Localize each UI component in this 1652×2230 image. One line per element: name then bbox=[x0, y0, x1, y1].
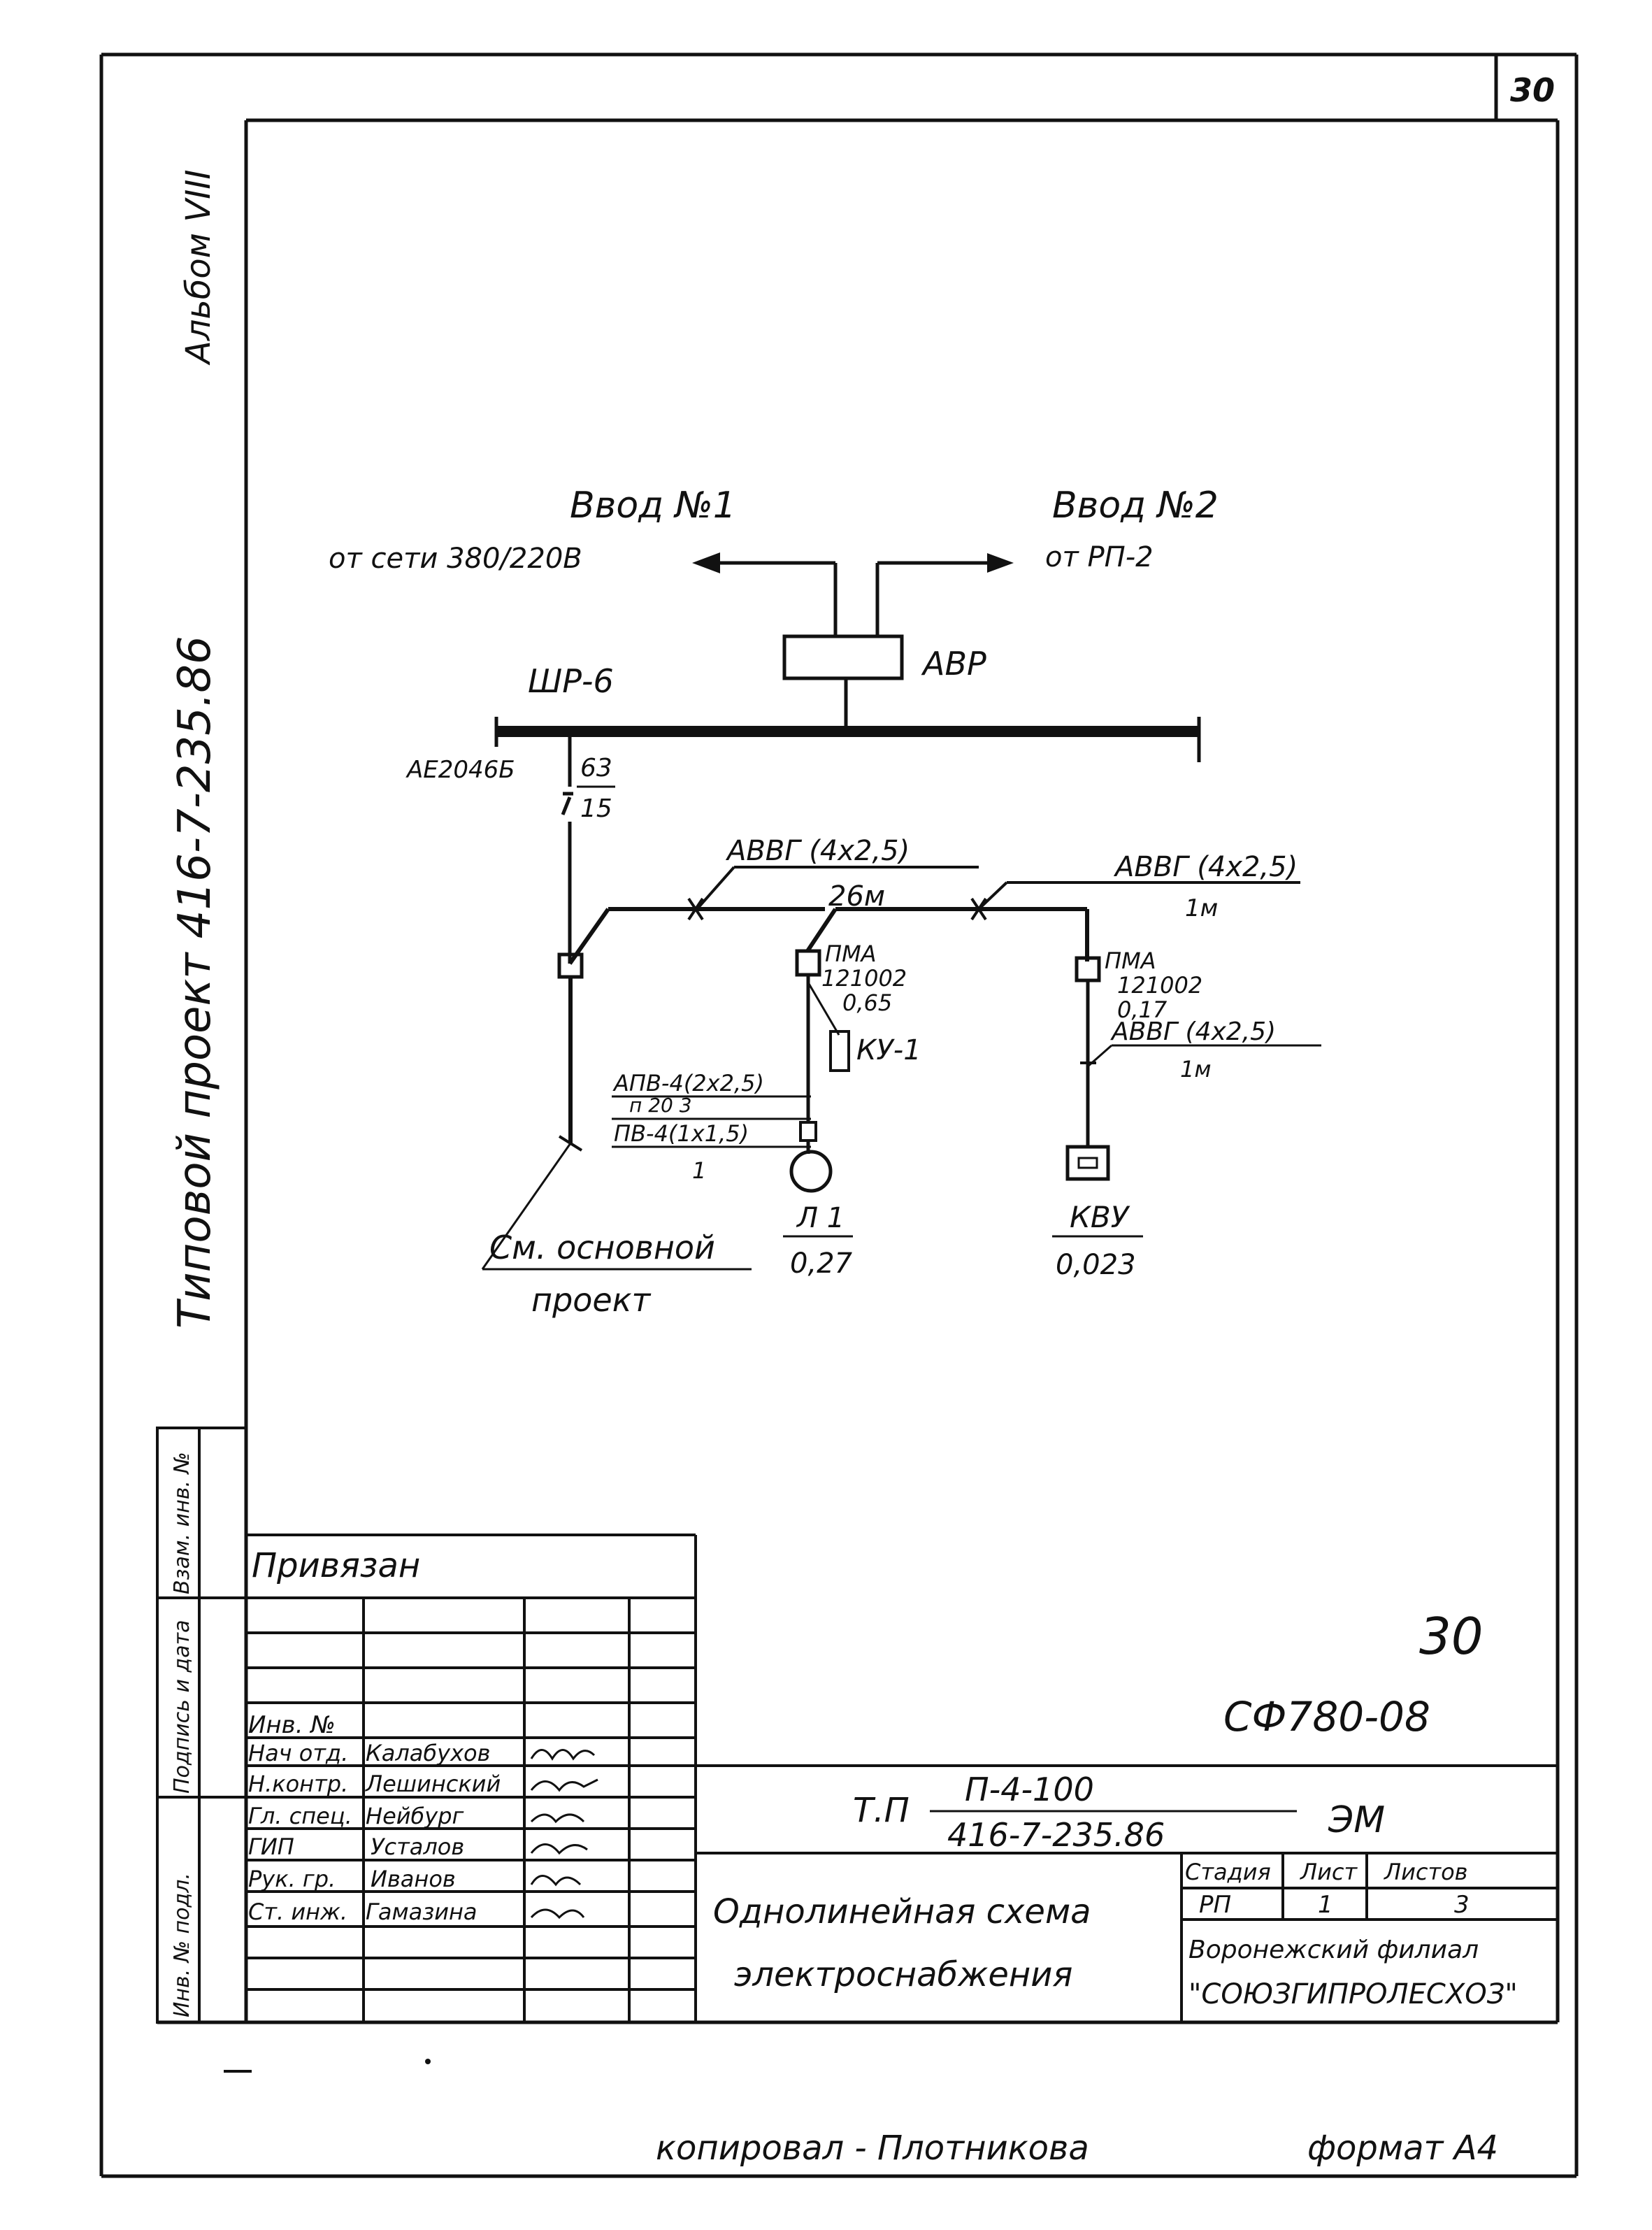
side-stamp-label-3: Взам. инв. № bbox=[170, 1452, 194, 1594]
starter2-l1: ПМА bbox=[1105, 948, 1156, 974]
input1-title: Ввод №1 bbox=[570, 485, 736, 527]
side-stamp bbox=[156, 1427, 246, 2024]
input2-arrowhead bbox=[987, 553, 1014, 573]
breaker-num: 63 bbox=[580, 754, 612, 782]
sheet-title-l1: Однолинейная схема bbox=[713, 1892, 1091, 1931]
drawing-code: СФ780-08 bbox=[1223, 1693, 1430, 1741]
sheets-value: 3 bbox=[1454, 1891, 1470, 1919]
org-l1: Воронежский филиал bbox=[1188, 1936, 1479, 1964]
ku-box bbox=[829, 1030, 850, 1072]
single-line-diagram: Ввод №1 от сети 380/220В Ввод №2 от РП-2… bbox=[329, 485, 1321, 1319]
kvu-box bbox=[1065, 1145, 1110, 1181]
cable3-bot: 1м bbox=[1180, 1056, 1212, 1082]
plug-symbol bbox=[799, 1121, 817, 1142]
stage-value: РП bbox=[1199, 1891, 1231, 1919]
album-label: Альбом VIII bbox=[179, 169, 218, 366]
format-note: формат А4 bbox=[1307, 2129, 1498, 2168]
mark-30: 30 bbox=[1419, 1607, 1484, 1666]
sheet-title-l2: электроснабжения bbox=[734, 1955, 1072, 1994]
cable1-top: АВВГ (4х2,5) bbox=[725, 835, 910, 867]
apv-l1: АПВ-4(2х2,5) bbox=[612, 1070, 764, 1096]
side-stamp-label-1: Инв. № подл. bbox=[170, 1873, 194, 2017]
stage-label: Стадия bbox=[1185, 1859, 1271, 1885]
input1-sub: от сети 380/220В bbox=[329, 543, 582, 575]
cable1-bot: 26м bbox=[828, 880, 885, 913]
cable2-bot: 1м bbox=[1185, 894, 1218, 922]
busbar bbox=[496, 726, 1199, 737]
input2-sub: от РП-2 bbox=[1045, 541, 1154, 573]
cable3-top: АВВГ (4х2,5) bbox=[1110, 1017, 1276, 1046]
see-main-l1: См. основной bbox=[489, 1229, 715, 1266]
starter1-l1: ПМА bbox=[825, 941, 877, 967]
starter1-box bbox=[795, 949, 821, 977]
copy-note: копировал - Плотникова bbox=[656, 2129, 1089, 2168]
kvu-top: КВУ bbox=[1070, 1200, 1130, 1234]
inv-label: Инв. № bbox=[248, 1711, 336, 1739]
avr-box bbox=[782, 634, 904, 680]
kvu-bot: 0,023 bbox=[1056, 1249, 1136, 1281]
role-5: Ст. инж. bbox=[248, 1899, 347, 1925]
starter2-l2: 121002 bbox=[1117, 972, 1202, 999]
name-3: Усталов bbox=[371, 1834, 464, 1860]
bus-label: ШР-6 bbox=[528, 662, 614, 700]
privyazan-label: Привязан bbox=[252, 1546, 420, 1585]
breaker-label: АЕ2046Б bbox=[405, 756, 515, 784]
starter1-l3: 0,65 bbox=[842, 989, 892, 1016]
role-4: Рук. гр. bbox=[248, 1866, 336, 1892]
doc-bot: 416-7-235.86 bbox=[947, 1816, 1165, 1854]
signatures bbox=[530, 1749, 598, 1920]
side-stamp-label-2: Подпись и дата bbox=[170, 1620, 194, 1794]
role-1: Н.контр. bbox=[248, 1771, 348, 1797]
starter2-l3: 0,17 bbox=[1117, 996, 1168, 1023]
lamp-bot: 0,27 bbox=[790, 1248, 853, 1280]
project-label: Типовой проект 416-7-235.86 bbox=[169, 636, 221, 1329]
breaker-symbol bbox=[561, 737, 573, 964]
sheets-label: Листов bbox=[1384, 1859, 1468, 1885]
see-main-l2: проект bbox=[531, 1281, 652, 1319]
sheet-frame bbox=[99, 52, 1579, 2178]
role-0: Нач отд. bbox=[248, 1740, 348, 1766]
name-1: Лешинский bbox=[365, 1771, 501, 1797]
ku-label: КУ-1 bbox=[856, 1034, 921, 1066]
starter1-l2: 121002 bbox=[821, 965, 907, 992]
title-block bbox=[246, 1534, 1558, 2022]
apv-l3: ПВ-4(1х1,5) bbox=[614, 1120, 749, 1147]
feeder-line bbox=[568, 907, 1089, 965]
name-5: Гамазина bbox=[366, 1899, 477, 1925]
doc-mark: ЭМ bbox=[1328, 1799, 1385, 1841]
doc-top: П-4-100 bbox=[965, 1771, 1094, 1808]
tp-label: Т.П bbox=[853, 1791, 910, 1830]
apv-l4: 1 bbox=[692, 1157, 706, 1184]
breaker-den: 15 bbox=[580, 794, 612, 823]
sheet-label: Лист bbox=[1300, 1859, 1358, 1885]
sheet-value: 1 bbox=[1318, 1891, 1333, 1919]
lamp-top: Л 1 bbox=[796, 1202, 845, 1234]
input2-arrow bbox=[875, 561, 996, 636]
input1-arrowhead bbox=[692, 552, 720, 573]
name-4: Иванов bbox=[371, 1866, 456, 1892]
name-2: Нейбург bbox=[366, 1803, 464, 1829]
page-number: 30 bbox=[1510, 71, 1555, 109]
role-3: ГИП bbox=[248, 1834, 294, 1860]
name-0: Калабухов bbox=[366, 1740, 490, 1766]
apv-l2: п 20 3 bbox=[629, 1094, 692, 1117]
lamp-symbol bbox=[789, 1150, 833, 1193]
cable2-top: АВВГ (4х2,5) bbox=[1113, 851, 1298, 883]
input1-arrow bbox=[706, 561, 838, 636]
org-l2: "СОЮЗГИПРОЛЕСХОЗ" bbox=[1188, 1978, 1518, 2010]
avr-label: АВР bbox=[921, 645, 986, 682]
input2-title: Ввод №2 bbox=[1052, 485, 1219, 527]
role-2: Гл. спец. bbox=[248, 1803, 352, 1829]
